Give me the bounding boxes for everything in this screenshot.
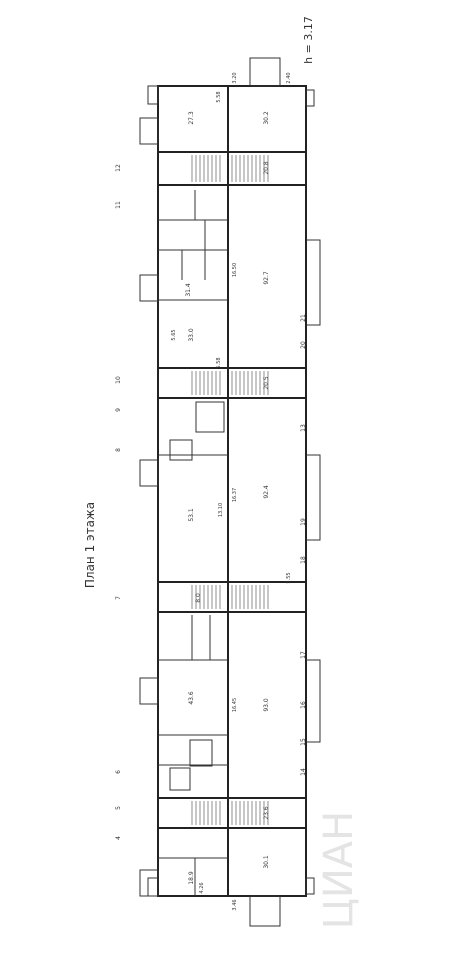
dimension: 5.58 — [216, 91, 222, 102]
right-bays — [305, 89, 321, 895]
axis-mark: 14 — [300, 768, 307, 776]
dimension: 4.26 — [199, 882, 205, 893]
axis-mark: 16 — [300, 701, 307, 709]
room-label: 93.0 — [263, 698, 270, 712]
room-label: 30.1 — [263, 855, 270, 869]
axis-marks-left: 4 5 6 7 8 9 10 11 12 — [115, 164, 122, 840]
dimension: 3.46 — [232, 899, 238, 910]
room-labels: 27.3 30.2 20.8 92.7 31.4 33.0 20.5 53.1 … — [185, 111, 270, 885]
transverse-walls — [158, 151, 306, 829]
axis-marks-right: 13 14 15 16 17 18 19 20 21 — [300, 314, 307, 776]
top-porch — [249, 57, 281, 87]
dimension: 5.65 — [171, 329, 177, 340]
axis-mark: 5 — [115, 806, 122, 810]
dimension: 5.58 — [216, 357, 222, 368]
axis-mark: 18 — [300, 556, 307, 564]
room-label: 8.0 — [195, 593, 202, 603]
building-outline — [157, 85, 307, 897]
room-label: 53.1 — [188, 508, 195, 522]
dimension: 5.55 — [286, 572, 292, 583]
dimension: 16.50 — [232, 263, 238, 277]
height-label: h = 3.17 — [302, 16, 315, 64]
axis-mark: 8 — [115, 448, 122, 452]
left-partitions — [158, 190, 228, 896]
dimension: 16.45 — [232, 698, 238, 712]
axis-mark: 12 — [115, 164, 122, 172]
axis-mark: 20 — [300, 341, 307, 349]
axis-mark: 4 — [115, 836, 122, 840]
left-bays — [139, 85, 159, 897]
room-label: 30.2 — [263, 111, 270, 125]
axis-mark: 7 — [115, 596, 122, 600]
dimension: 3.20 — [232, 72, 238, 83]
axis-mark: 10 — [115, 376, 122, 384]
room-label: 18.9 — [188, 871, 195, 885]
room-label: 31.4 — [185, 283, 192, 297]
axis-mark: 15 — [300, 738, 307, 746]
room-label: 92.4 — [263, 485, 270, 499]
room-label: 20.5 — [263, 376, 270, 390]
axis-mark: 21 — [300, 314, 307, 322]
plan-title: План 1 этажа — [83, 502, 97, 588]
axis-mark: 13 — [300, 424, 307, 432]
axis-mark: 17 — [300, 651, 307, 659]
room-label: 43.6 — [188, 691, 195, 705]
room-label: 27.3 — [188, 111, 195, 125]
stairs — [191, 155, 269, 825]
dimension: 2.40 — [286, 72, 292, 83]
dimension: 16.37 — [232, 488, 238, 502]
axis-mark: 9 — [115, 408, 122, 412]
room-label: 92.7 — [263, 271, 270, 285]
axis-mark: 19 — [300, 518, 307, 526]
room-label: 33.0 — [188, 328, 195, 342]
axis-mark: 11 — [115, 201, 122, 209]
room-label: 20.8 — [263, 161, 270, 175]
axis-mark: 6 — [115, 770, 122, 774]
dimension: 13.10 — [218, 503, 224, 517]
dimension-labels: 3.20 2.40 5.58 5.65 5.58 16.50 13.10 16.… — [171, 72, 292, 910]
room-label: 23.6 — [263, 806, 270, 820]
bottom-porch — [249, 895, 281, 927]
watermark: ЦИАН — [316, 811, 362, 929]
